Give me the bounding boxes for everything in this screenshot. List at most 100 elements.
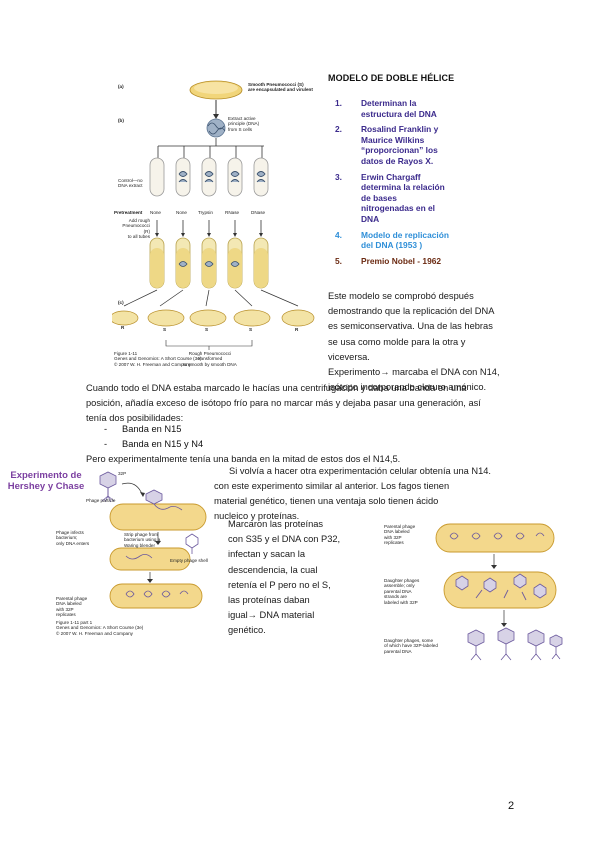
hershey-paragraph-top-cont: con este experimento similar al anterior… [214, 479, 449, 525]
caption-line: Daughter phages, some [384, 638, 434, 643]
smooth-caption-line: Smooth Pneumococci (S) [248, 82, 304, 87]
caption-line: Parental phage [56, 596, 88, 601]
text-line: es semiconservativa. Una de las hebras [328, 321, 493, 332]
control-caption-line: DNA extract [118, 183, 143, 189]
figure-number: Figure 1-11 [114, 351, 138, 356]
griffith-figure-drawing [109, 80, 315, 350]
hershey-title-line: Hershey y Chase [7, 481, 85, 492]
item-number: 1. [335, 98, 342, 108]
caption-line: only DNA enters [56, 540, 90, 546]
figure-source-line: Genes and Genomics: A Short Course (3e) [114, 356, 202, 362]
rough-caption: Rough Pneumococci transformed to smooth … [178, 351, 242, 367]
possibility-list: -Banda en N15 - Banda en N15 y N4 [104, 422, 203, 452]
hershey-title: Experimento de Hershey y Chase [6, 470, 86, 492]
text-line: descendencia, la cual [228, 564, 318, 575]
strip-caption: Strip phage from bacterium using a Warin… [124, 532, 160, 548]
plate-letter: S [205, 327, 209, 332]
caption-line: bacterium; [56, 535, 78, 541]
control-caption-line: Control—no [118, 178, 143, 183]
treatment-dnase: DNase [251, 210, 266, 215]
caption-line: Phage infects [56, 530, 84, 535]
hershey-left-drawing [99, 471, 207, 609]
extract-caption-line: from S cells [228, 126, 252, 132]
item-line: Determinan la [361, 98, 417, 108]
text-line: posición, añadía exceso de isótopo frío … [86, 398, 481, 409]
caption-line: parental DNA [384, 648, 412, 654]
bullet-text: Banda en N15 y N4 [122, 439, 204, 450]
text-line: Experimento→ marcaba el DNA con N14, [328, 367, 500, 378]
text-line: igual→ DNA material [228, 610, 315, 621]
plate-letter: S [163, 327, 167, 332]
possibility-item: - Banda en N15 y N4 [104, 437, 203, 452]
item-line: de bases [361, 192, 397, 203]
add-rough-line: Pneumococci (R) [122, 223, 150, 234]
model-item-5: 5. Premio Nobel - 1962 [335, 256, 515, 267]
panel-c-label: (c) [118, 300, 124, 305]
item-line: “proporcionan” los [361, 145, 438, 156]
plate-letter: R [295, 327, 299, 332]
p32-label: 32P [118, 471, 127, 476]
panel-a-label: (a) [118, 84, 124, 89]
model-title: MODELO DE DOBLE HÉLICE [328, 73, 455, 83]
text-line: infectan y sacan la [228, 549, 306, 560]
text-line: Si volvía a hacer otra experimentación c… [229, 466, 492, 476]
phage-infects-caption: Phage infects bacterium; only DNA enters [56, 530, 89, 546]
source-line: Genes and Genomics: A Short Course (3e) [56, 625, 144, 631]
caption-line: labeled with 32P [384, 599, 418, 605]
text-line: Cuando todo el DNA estaba marcado le hac… [86, 383, 467, 393]
add-rough-line: Add rough [128, 218, 150, 223]
treatment-trypsin: Trypsin [198, 210, 213, 215]
item-number: 4. [335, 229, 342, 240]
plate-letter: R [121, 325, 125, 330]
caption-line: with 32P [56, 606, 74, 612]
bullet-dash: - [104, 439, 108, 450]
text-line: isótopo incorporando cloruro amónico. [328, 382, 487, 393]
phage-particle-label: Phage particle [86, 498, 116, 503]
caption-line: Strip phage from [124, 532, 158, 537]
item-line: Premio Nobel - 1962 [361, 255, 442, 266]
caption-line: bacterium using a [124, 537, 161, 543]
text-line: viceversa. [328, 351, 370, 362]
page-number: 2 [508, 800, 515, 812]
caption-line: Daughter phages [384, 578, 420, 583]
extract-caption-line: principle (DNA) [228, 121, 260, 127]
text-line: genético. [228, 625, 266, 636]
full-paragraph: Cuando todo el DNA estaba marcado le hac… [86, 381, 481, 427]
caption-line: with 32P [384, 534, 402, 540]
figure-source: Figure 1-11 Genes and Genomics: A Short … [114, 351, 201, 367]
hershey-title-line: Experimento de [10, 470, 82, 481]
daughter-some-caption: Daughter phages, some of which have 32P-… [384, 638, 438, 654]
text-line: las proteínas daban [228, 595, 310, 606]
control-caption: Control—no DNA extract [118, 178, 143, 189]
text-line: tenía dos posibilidades: [86, 413, 184, 424]
extract-caption-line: Extract active [228, 116, 256, 121]
rough-caption-line: to smooth by smooth DNA [183, 361, 237, 367]
source-line: Figure 1-11 part 1 [56, 620, 93, 625]
daughter-assemble-caption: Daughter phages assemble; only parental … [384, 578, 419, 605]
treatment-rnase: RNase [225, 210, 240, 215]
right-paragraph: Este modelo se comprobó después demostra… [328, 289, 500, 395]
treatment-none-1: None [150, 210, 161, 215]
panel-b-label: (b) [118, 118, 124, 123]
add-rough-caption: Add rough Pneumococci (R) to all tubes [116, 218, 150, 240]
caption-line: assemble; only [384, 583, 415, 589]
plate-letter: S [249, 327, 253, 332]
text-line: nucleico y proteínas. [214, 511, 300, 522]
hershey-paragraph-top: Si volvía a hacer otra experimentación c… [229, 464, 491, 479]
item-line: del DNA (1953 ) [361, 240, 423, 251]
caption-line: of which have 32P-labeled [384, 643, 438, 649]
item-line: Rosalind Franklin y [361, 124, 439, 135]
item-number: 5. [335, 255, 342, 266]
caption-line: replicates [384, 540, 404, 546]
empty-shell-label: Empty phage shell [170, 558, 208, 563]
smooth-caption: Smooth Pneumococci (S) are encapsulated … [248, 82, 313, 93]
caption-line: Waring blender [124, 542, 155, 548]
possibility-item: -Banda en N15 [104, 422, 203, 437]
item-line: Maurice Wilkins [361, 134, 425, 145]
parental-caption-left: Parental phage DNA labeled with 32P repl… [56, 596, 87, 618]
text-line: se usa como molde para la otra y [328, 336, 466, 347]
extract-caption: Extract active principle (DNA) from S ce… [228, 116, 259, 132]
item-line: datos de Rayos X. [361, 155, 434, 166]
